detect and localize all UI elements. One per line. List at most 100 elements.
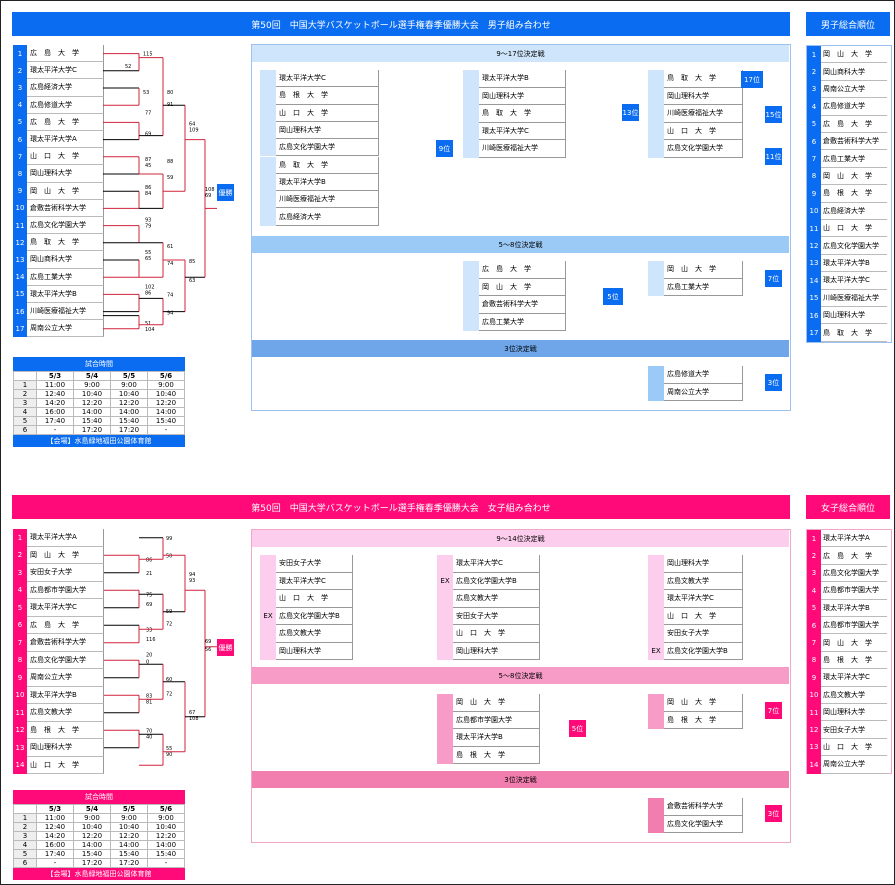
bracket-entry: 岡山理科大学 <box>437 642 540 660</box>
entry-team-name: 岡 山 大 学 <box>664 694 743 712</box>
entry-side-marker <box>648 278 664 296</box>
men-title-bar: 第50回 中国大学バスケットボール選手権春季優勝大会 男子組み合わせ <box>12 12 790 36</box>
schedule-time: 9:00 <box>110 813 148 823</box>
schedule-time: 12:20 <box>73 398 111 408</box>
entry-team-name: 岡山理科大学 <box>479 87 566 105</box>
ranking-team: 鳥 取 大 学 <box>821 324 887 342</box>
team-seed-number: 1 <box>13 529 27 547</box>
schedule-date: 5/3 <box>36 804 74 814</box>
bracket-entry: 安田女子大学 <box>648 625 743 643</box>
schedule-time: 17:40 <box>36 416 74 426</box>
schedule-time: - <box>36 425 74 435</box>
entry-team-name: 環太平洋大学B <box>276 173 379 192</box>
bracket-entry: 環太平洋大学C <box>648 590 743 608</box>
bracket-entry: 川崎医療福祉大学 <box>463 140 566 158</box>
entry-team-name: 環太平洋大学B <box>479 70 566 88</box>
bracket-entry: 安田女子大学 <box>437 607 540 625</box>
team-name: 広島文教大学 <box>27 704 104 722</box>
entry-side-marker <box>260 191 276 209</box>
entry-side-marker <box>463 105 479 123</box>
entry-team-name: 島 根 大 学 <box>276 87 379 105</box>
men-7th-label: 7位 <box>767 274 780 283</box>
schedule-time: 17:20 <box>73 858 111 868</box>
men-section-3-label: 3位決定戦 <box>504 344 537 353</box>
exhibition-label: EX <box>437 572 453 590</box>
bracket-entry: 倉敷芸術科学大学 <box>648 798 743 816</box>
team-name: 環太平洋大学B <box>27 686 104 704</box>
entry-side-marker <box>648 140 664 158</box>
men-schedule-venue: 【会場】水島緑地福田公園体育館 <box>13 435 185 447</box>
exhibition-label: EX <box>648 642 664 660</box>
schedule-game-number: 2 <box>13 822 37 832</box>
schedule-game-number: 1 <box>13 380 37 390</box>
schedule-time: 16:00 <box>36 407 74 417</box>
entry-side-marker <box>648 815 664 833</box>
ranking-position: 5 <box>807 599 821 617</box>
ranking-team: 岡 山 大 学 <box>821 168 887 186</box>
ranking-position: 8 <box>807 651 821 670</box>
schedule-time: 10:40 <box>147 389 185 399</box>
ranking-position: 15 <box>807 289 821 307</box>
bracket-entry: 島 根 大 学 <box>648 711 743 729</box>
bracket-entry: 岡山理科大学 <box>260 121 379 140</box>
men-15th-label: 15位 <box>765 110 782 119</box>
entry-side-marker <box>648 798 664 816</box>
entry-side-marker <box>463 278 479 296</box>
team-seed-number: 1 <box>13 45 27 63</box>
ranking-position: 3 <box>807 80 821 99</box>
team-seed-number: 13 <box>13 739 27 757</box>
team-seed-number: 6 <box>13 131 27 149</box>
ranking-team: 広島文化学園大学 <box>821 565 887 583</box>
bracket-entry: 山 口 大 学 <box>648 607 743 625</box>
schedule-game-number: 3 <box>13 398 37 408</box>
team-seed-number: 12 <box>13 721 27 739</box>
entry-side-marker <box>437 711 453 729</box>
ranking-position: 4 <box>807 98 821 116</box>
schedule-game-number: 5 <box>13 416 37 426</box>
team-seed-number: 11 <box>13 217 27 235</box>
ranking-team: 広島修道大学 <box>821 98 887 116</box>
women-title: 第50回 中国大学バスケットボール選手権春季優勝大会 女子組み合わせ <box>251 503 551 514</box>
schedule-time: - <box>36 858 74 868</box>
team-name: 島 根 大 学 <box>27 721 104 739</box>
entry-side-marker <box>260 104 276 122</box>
bracket-entry: 岡山理科大学 <box>648 555 743 573</box>
schedule-time: 14:00 <box>110 840 148 850</box>
entry-side-marker <box>648 555 664 573</box>
schedule-date: 5/5 <box>110 371 148 381</box>
schedule-date: 5/6 <box>147 804 185 814</box>
women-section-9-14: 9～14位決定戦 <box>252 530 789 547</box>
men-7th-badge: 7位 <box>765 270 782 287</box>
schedule-time: 14:00 <box>110 407 148 417</box>
ranking-position: 1 <box>807 530 821 548</box>
entry-side-marker <box>648 366 664 384</box>
women-title-bar: 第50回 中国大学バスケットボール選手権春季優勝大会 女子組み合わせ <box>12 495 790 519</box>
men-ranking-title: 男子総合順位 <box>820 20 875 31</box>
entry-team-name: 広島文化学園大学 <box>664 140 743 158</box>
women-3rd-label: 3位 <box>767 809 780 818</box>
entry-side-marker <box>260 642 276 660</box>
schedule-game-number: 3 <box>13 831 37 841</box>
entry-team-name: 広島文化学園大学B <box>276 607 353 625</box>
men-11th-label: 11位 <box>765 152 782 161</box>
bracket-entry: 岡 山 大 学 <box>648 261 743 279</box>
bracket-entry: 周南公立大学 <box>648 383 743 401</box>
women-5th-label: 5位 <box>571 724 584 733</box>
ranking-position: 5 <box>807 115 821 133</box>
